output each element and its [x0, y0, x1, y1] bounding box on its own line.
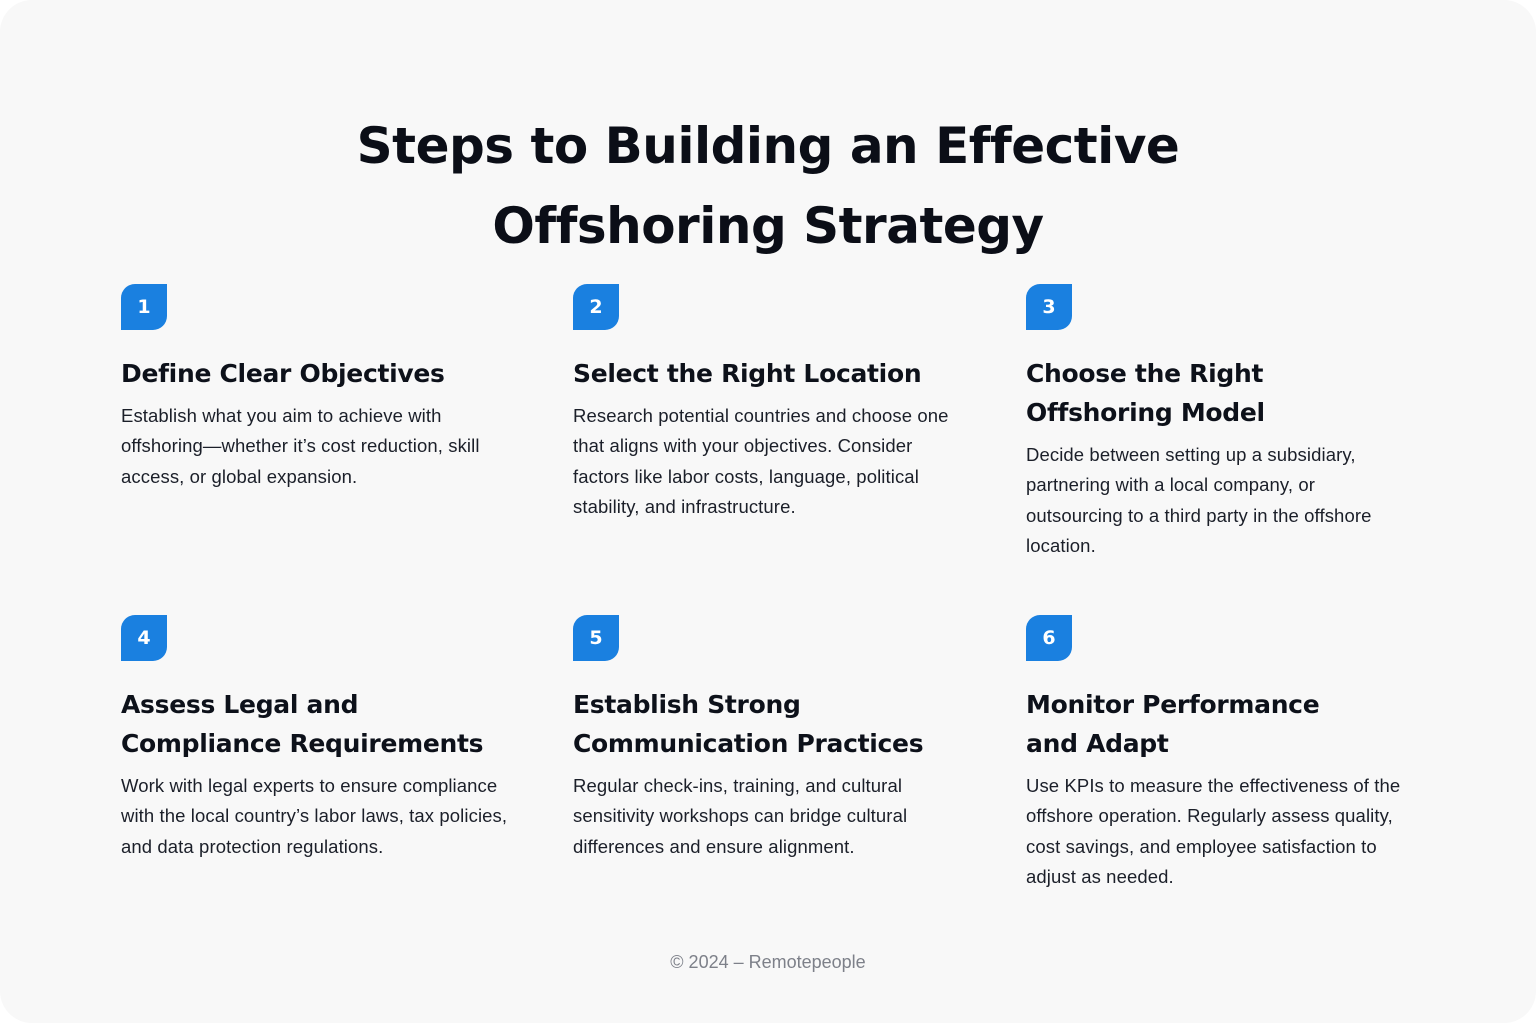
step-title: Define Clear Objectives [121, 359, 445, 388]
page-title-line-2: Offshoring Strategy [492, 196, 1044, 255]
step-4: 4 Assess Legal and Compliance Requiremen… [121, 615, 511, 862]
step-number: 3 [1042, 296, 1056, 318]
step-number-badge: 2 [573, 284, 619, 330]
step-5: 5 Establish Strong Communication Practic… [573, 615, 963, 862]
step-number: 4 [137, 627, 151, 649]
step-3: 3 Choose the Right Offshoring Model Deci… [1026, 284, 1416, 561]
step-number: 6 [1042, 627, 1056, 649]
page-title-line-1: Steps to Building an Effective [356, 116, 1180, 175]
step-number-badge: 5 [573, 615, 619, 661]
step-number: 1 [137, 296, 151, 318]
step-1: 1 Define Clear Objectives Establish what… [121, 284, 511, 492]
step-number-badge: 6 [1026, 615, 1072, 661]
step-description: Use KPIs to measure the effectiveness of… [1026, 775, 1401, 887]
step-number-badge: 4 [121, 615, 167, 661]
step-description: Work with legal experts to ensure compli… [121, 775, 508, 857]
step-description: Regular check-ins, training, and cultura… [573, 775, 908, 857]
copyright-footer: © 2024 – Remotepeople [670, 952, 866, 972]
step-description: Research potential countries and choose … [573, 405, 949, 517]
step-title: Monitor Performance and Adapt [1026, 690, 1320, 758]
step-number-badge: 1 [121, 284, 167, 330]
step-6: 6 Monitor Performance and Adapt Use KPIs… [1026, 615, 1416, 892]
step-number-badge: 3 [1026, 284, 1072, 330]
step-description: Decide between setting up a subsidiary, … [1026, 444, 1372, 556]
step-title: Choose the Right Offshoring Model [1026, 359, 1265, 427]
step-title: Assess Legal and Compliance Requirements [121, 690, 484, 758]
step-number: 2 [589, 296, 603, 318]
step-title: Select the Right Location [573, 359, 922, 388]
step-description: Establish what you aim to achieve with o… [121, 405, 480, 487]
step-title: Establish Strong Communication Practices [573, 690, 924, 758]
page-title: Steps to Building an Effective Offshorin… [0, 106, 1536, 266]
step-2: 2 Select the Right Location Research pot… [573, 284, 963, 522]
step-number: 5 [589, 627, 603, 649]
